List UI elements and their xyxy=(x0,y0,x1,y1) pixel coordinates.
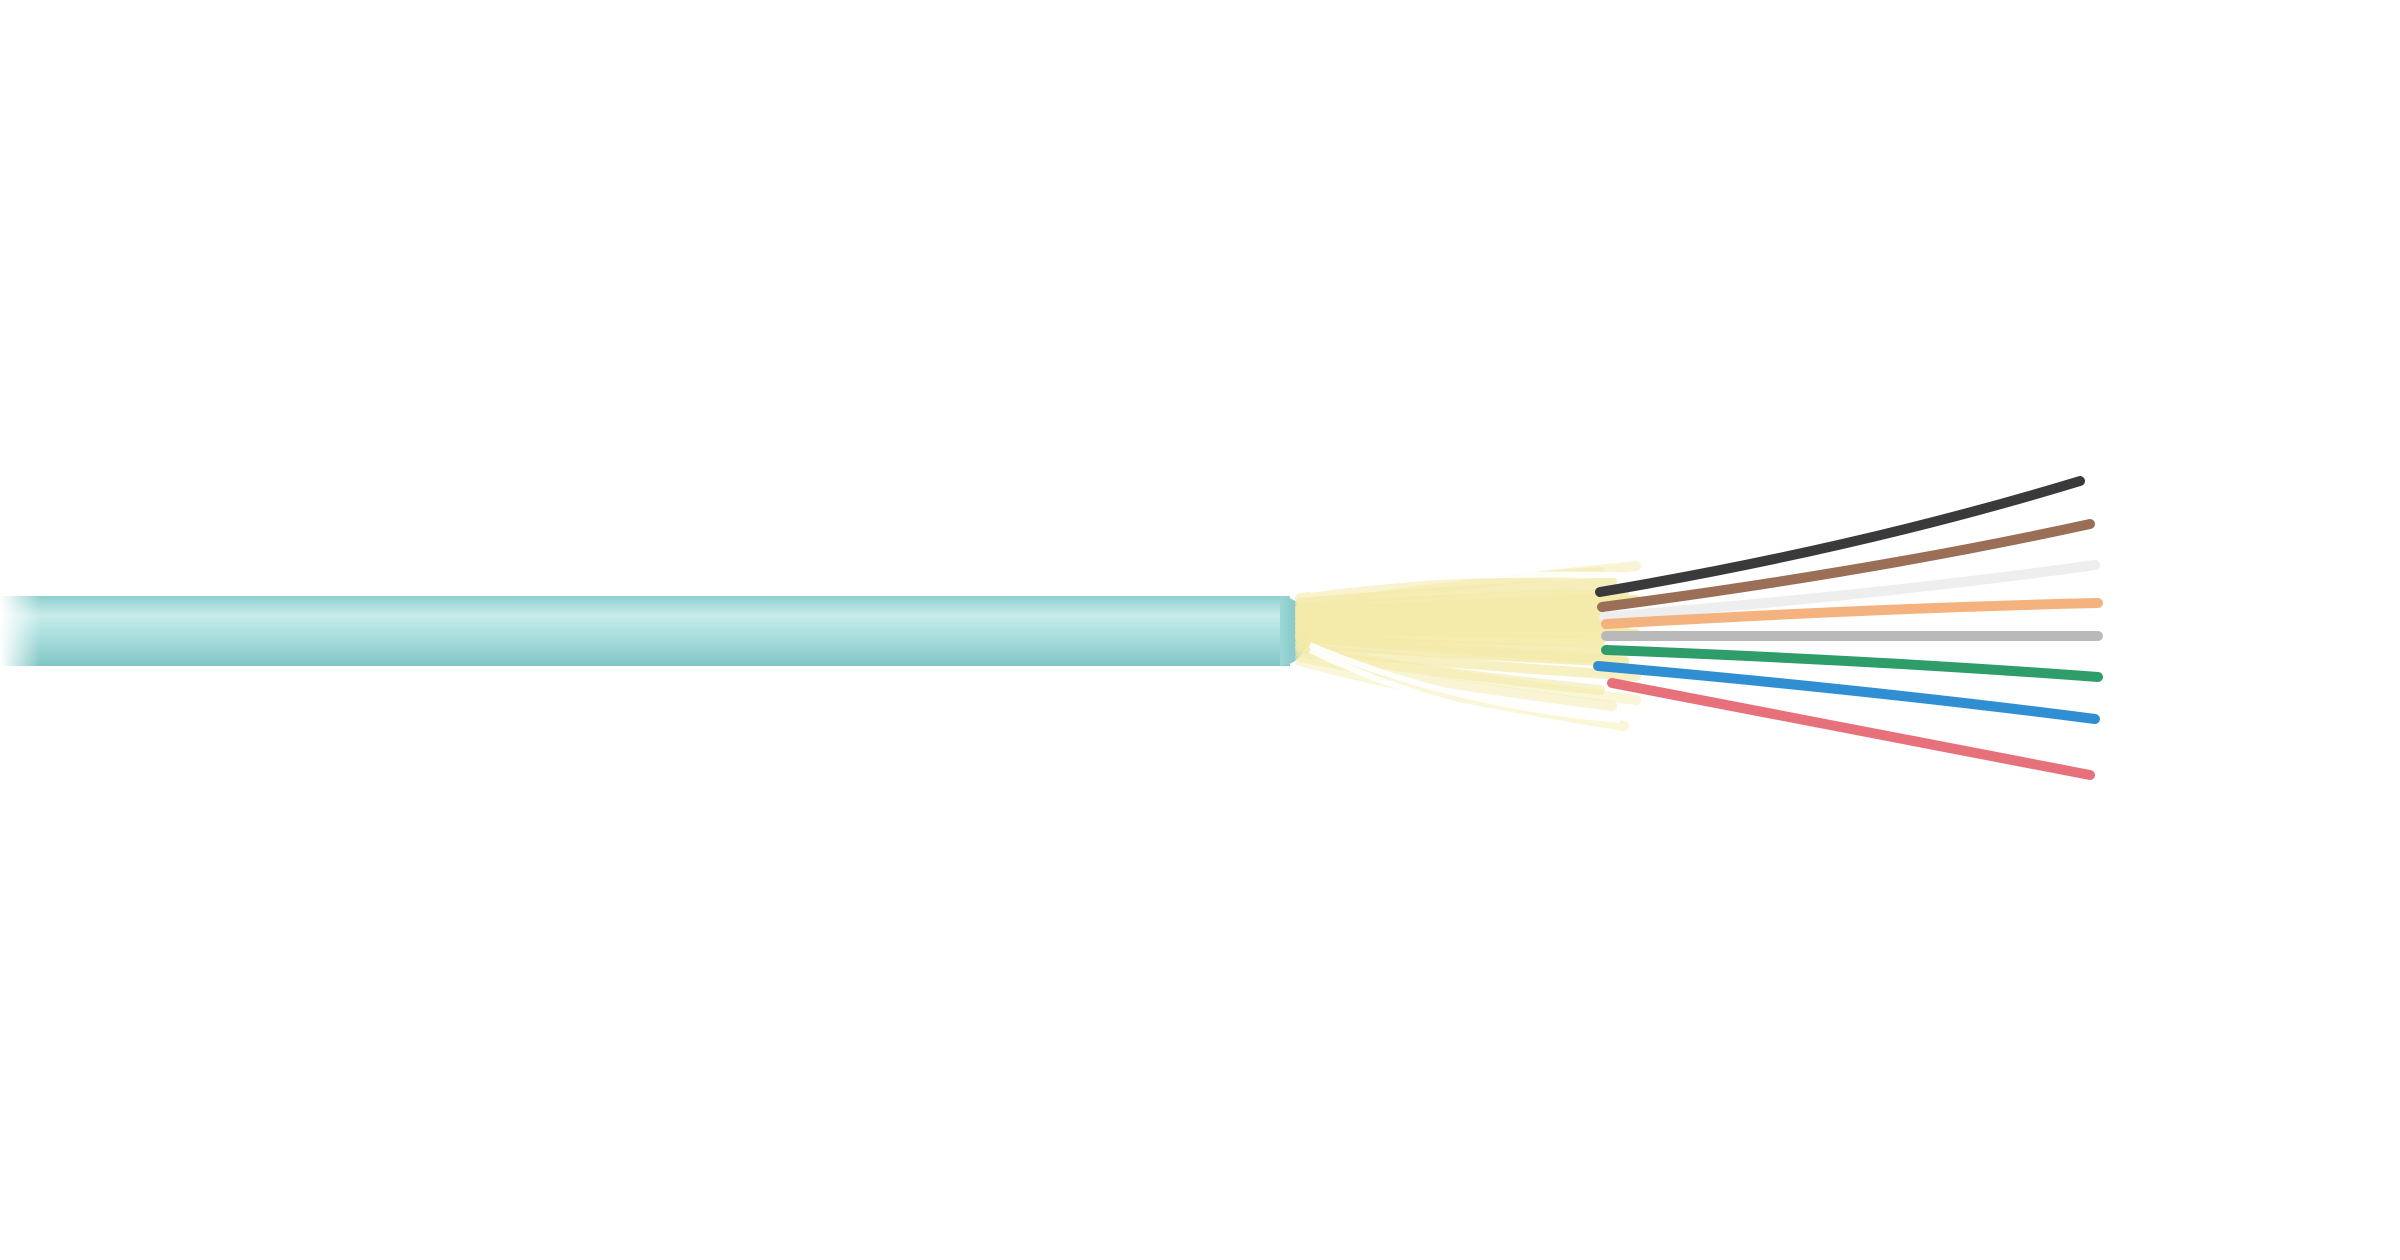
yarn-strand xyxy=(1295,617,1617,629)
fiber-brown xyxy=(1597,519,2095,612)
yarn-wisp xyxy=(1308,642,1621,723)
yarn-wisp xyxy=(1309,571,1621,588)
aramid-yarn xyxy=(1295,557,1641,738)
yarn-wisp xyxy=(1308,647,1621,738)
fiber-orange xyxy=(1601,598,2103,629)
fiber-green xyxy=(1601,645,2103,682)
cable-jacket xyxy=(0,592,1308,670)
fiber-white xyxy=(1599,560,2100,622)
yarn-strand xyxy=(1295,632,1629,665)
fiber-black xyxy=(1595,476,2085,597)
fiber-bundle xyxy=(1593,476,2103,780)
fiber-blue xyxy=(1593,661,2100,724)
fiber-red xyxy=(1607,678,2095,780)
yarn-strand xyxy=(1295,593,1605,620)
